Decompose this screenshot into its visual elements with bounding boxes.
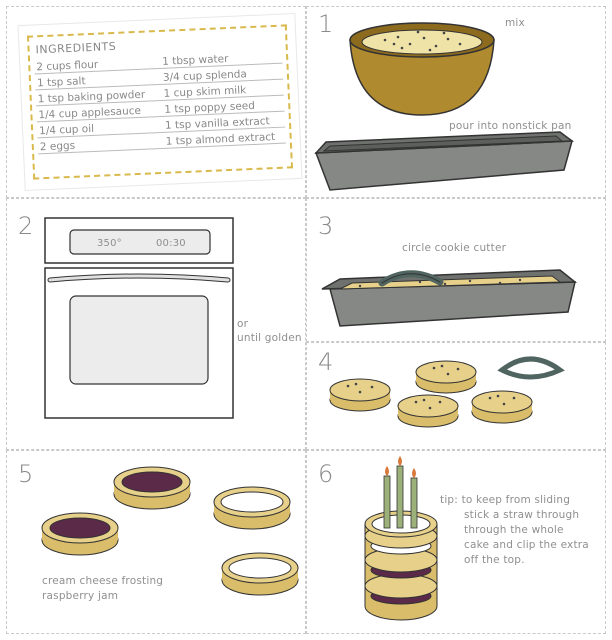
- panel-step-2: [6, 198, 306, 450]
- cut-cakes-icon: [329, 356, 565, 428]
- step-2-label-or: or: [237, 318, 249, 330]
- oven-timer: 00:30: [156, 238, 186, 249]
- panel-ingredients: [6, 6, 306, 198]
- step-2-label-until-golden: until golden: [237, 332, 302, 344]
- panel-step-5: [6, 450, 306, 634]
- step-number-3: 3: [318, 212, 334, 240]
- panel-step-1: [306, 6, 606, 198]
- cake-layer-jam: [113, 466, 191, 510]
- step-1-label-pour: pour into nonstick pan: [449, 120, 572, 132]
- nonstick-pan-icon: [314, 131, 575, 191]
- oven-icon: [44, 217, 234, 419]
- cake-round: [415, 360, 477, 394]
- step-6-tip-line-2: stick a straw through: [464, 509, 580, 521]
- step-number-5: 5: [18, 460, 34, 488]
- step-3-label-cutter: circle cookie cutter: [402, 242, 507, 254]
- step-number-1: 1: [318, 10, 334, 38]
- step-number-6: 6: [318, 460, 334, 488]
- step-6-tip-line-1: tip: to keep from sliding: [440, 494, 571, 506]
- candle-icon: [383, 456, 418, 529]
- cake-pan-with-cutter-icon: [321, 269, 578, 327]
- step-6-tip-line-5: off the top.: [464, 554, 525, 566]
- cake-layer-frosting: [221, 552, 299, 596]
- step-6-tip-line-3: through the whole: [464, 524, 564, 536]
- cookie-cutter-icon: [497, 356, 565, 380]
- step-6-tip-line-4: cake and clip the extra: [464, 539, 589, 551]
- step-1-label-mix: mix: [505, 17, 525, 29]
- panel-step-6: [306, 450, 606, 634]
- panel-step-4: [306, 342, 606, 450]
- mixing-bowl-icon: [349, 22, 495, 116]
- step-5-label-jam: raspberry jam: [42, 590, 119, 602]
- cake-layers-icon: [41, 466, 299, 596]
- cake-round: [397, 394, 459, 428]
- step-5-label-frosting: cream cheese frosting: [42, 575, 164, 587]
- step-number-4: 4: [318, 348, 334, 376]
- cake-round: [329, 378, 391, 412]
- cake-layer-frosting: [213, 486, 291, 530]
- cake-layer-jam: [41, 512, 119, 556]
- stacked-cake-icon: [364, 456, 438, 621]
- oven-temperature: 350°: [97, 238, 122, 249]
- step-number-2: 2: [18, 212, 34, 240]
- cake-round: [471, 390, 533, 424]
- panel-step-3: [306, 198, 606, 342]
